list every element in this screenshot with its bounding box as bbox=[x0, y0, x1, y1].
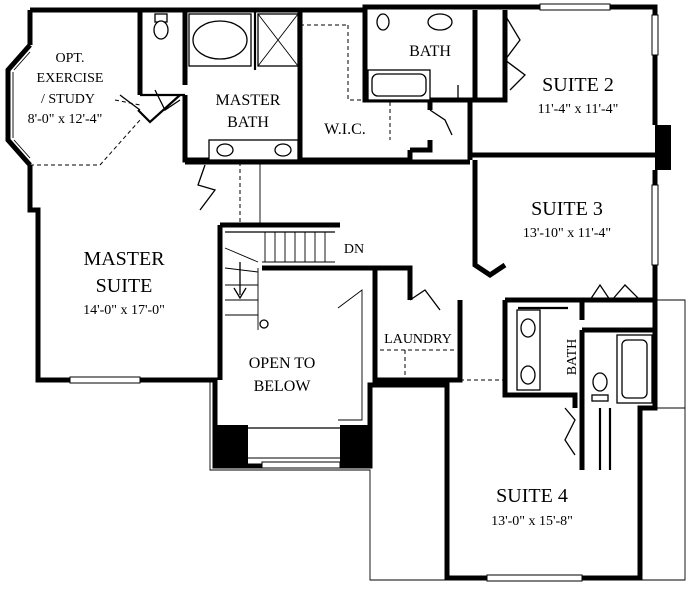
windows bbox=[69, 3, 659, 582]
stairs bbox=[224, 231, 335, 329]
fixtures bbox=[153, 13, 653, 404]
suite3-label: SUITE 3 bbox=[531, 198, 603, 220]
bath-side-label: BATH bbox=[565, 339, 580, 376]
exercise-line1: OPT. bbox=[56, 51, 85, 66]
master-bath-line2: BATH bbox=[227, 114, 269, 131]
master-suite-line1: MASTER bbox=[83, 248, 165, 270]
stairs-dn-label: DN bbox=[344, 242, 364, 257]
bay-window bbox=[12, 51, 31, 159]
suite2-dims: 11'-4" x 11'-4" bbox=[538, 102, 619, 117]
suite4-dims: 13'-0" x 15'-8" bbox=[491, 514, 573, 529]
open-below-line1: OPEN TO bbox=[249, 355, 316, 372]
open-below-line2: BELOW bbox=[254, 378, 312, 395]
bath-top-label: BATH bbox=[409, 43, 451, 60]
wic-label: W.I.C. bbox=[324, 121, 366, 138]
doors bbox=[119, 14, 641, 456]
exercise-line3: / STUDY bbox=[41, 92, 95, 107]
lower-floor-outline bbox=[209, 299, 686, 581]
exercise-line2: EXERCISE bbox=[37, 71, 104, 86]
suite4-label: SUITE 4 bbox=[496, 485, 568, 507]
room-labels: OPT. EXERCISE / STUDY 8'-0" x 12'-4" MAS… bbox=[28, 43, 619, 529]
suite2-label: SUITE 2 bbox=[542, 74, 614, 96]
master-bath-line1: MASTER bbox=[216, 92, 281, 109]
chimney bbox=[655, 125, 671, 170]
open-below-base bbox=[215, 425, 370, 467]
master-suite-line2: SUITE bbox=[96, 275, 153, 297]
exercise-dims: 8'-0" x 12'-4" bbox=[28, 112, 103, 127]
laundry-label: LAUNDRY bbox=[384, 332, 452, 347]
vanity bbox=[208, 139, 299, 161]
master-suite-dims: 14'-0" x 17'-0" bbox=[83, 303, 165, 318]
suite3-dims: 13'-10" x 11'-4" bbox=[523, 226, 611, 241]
